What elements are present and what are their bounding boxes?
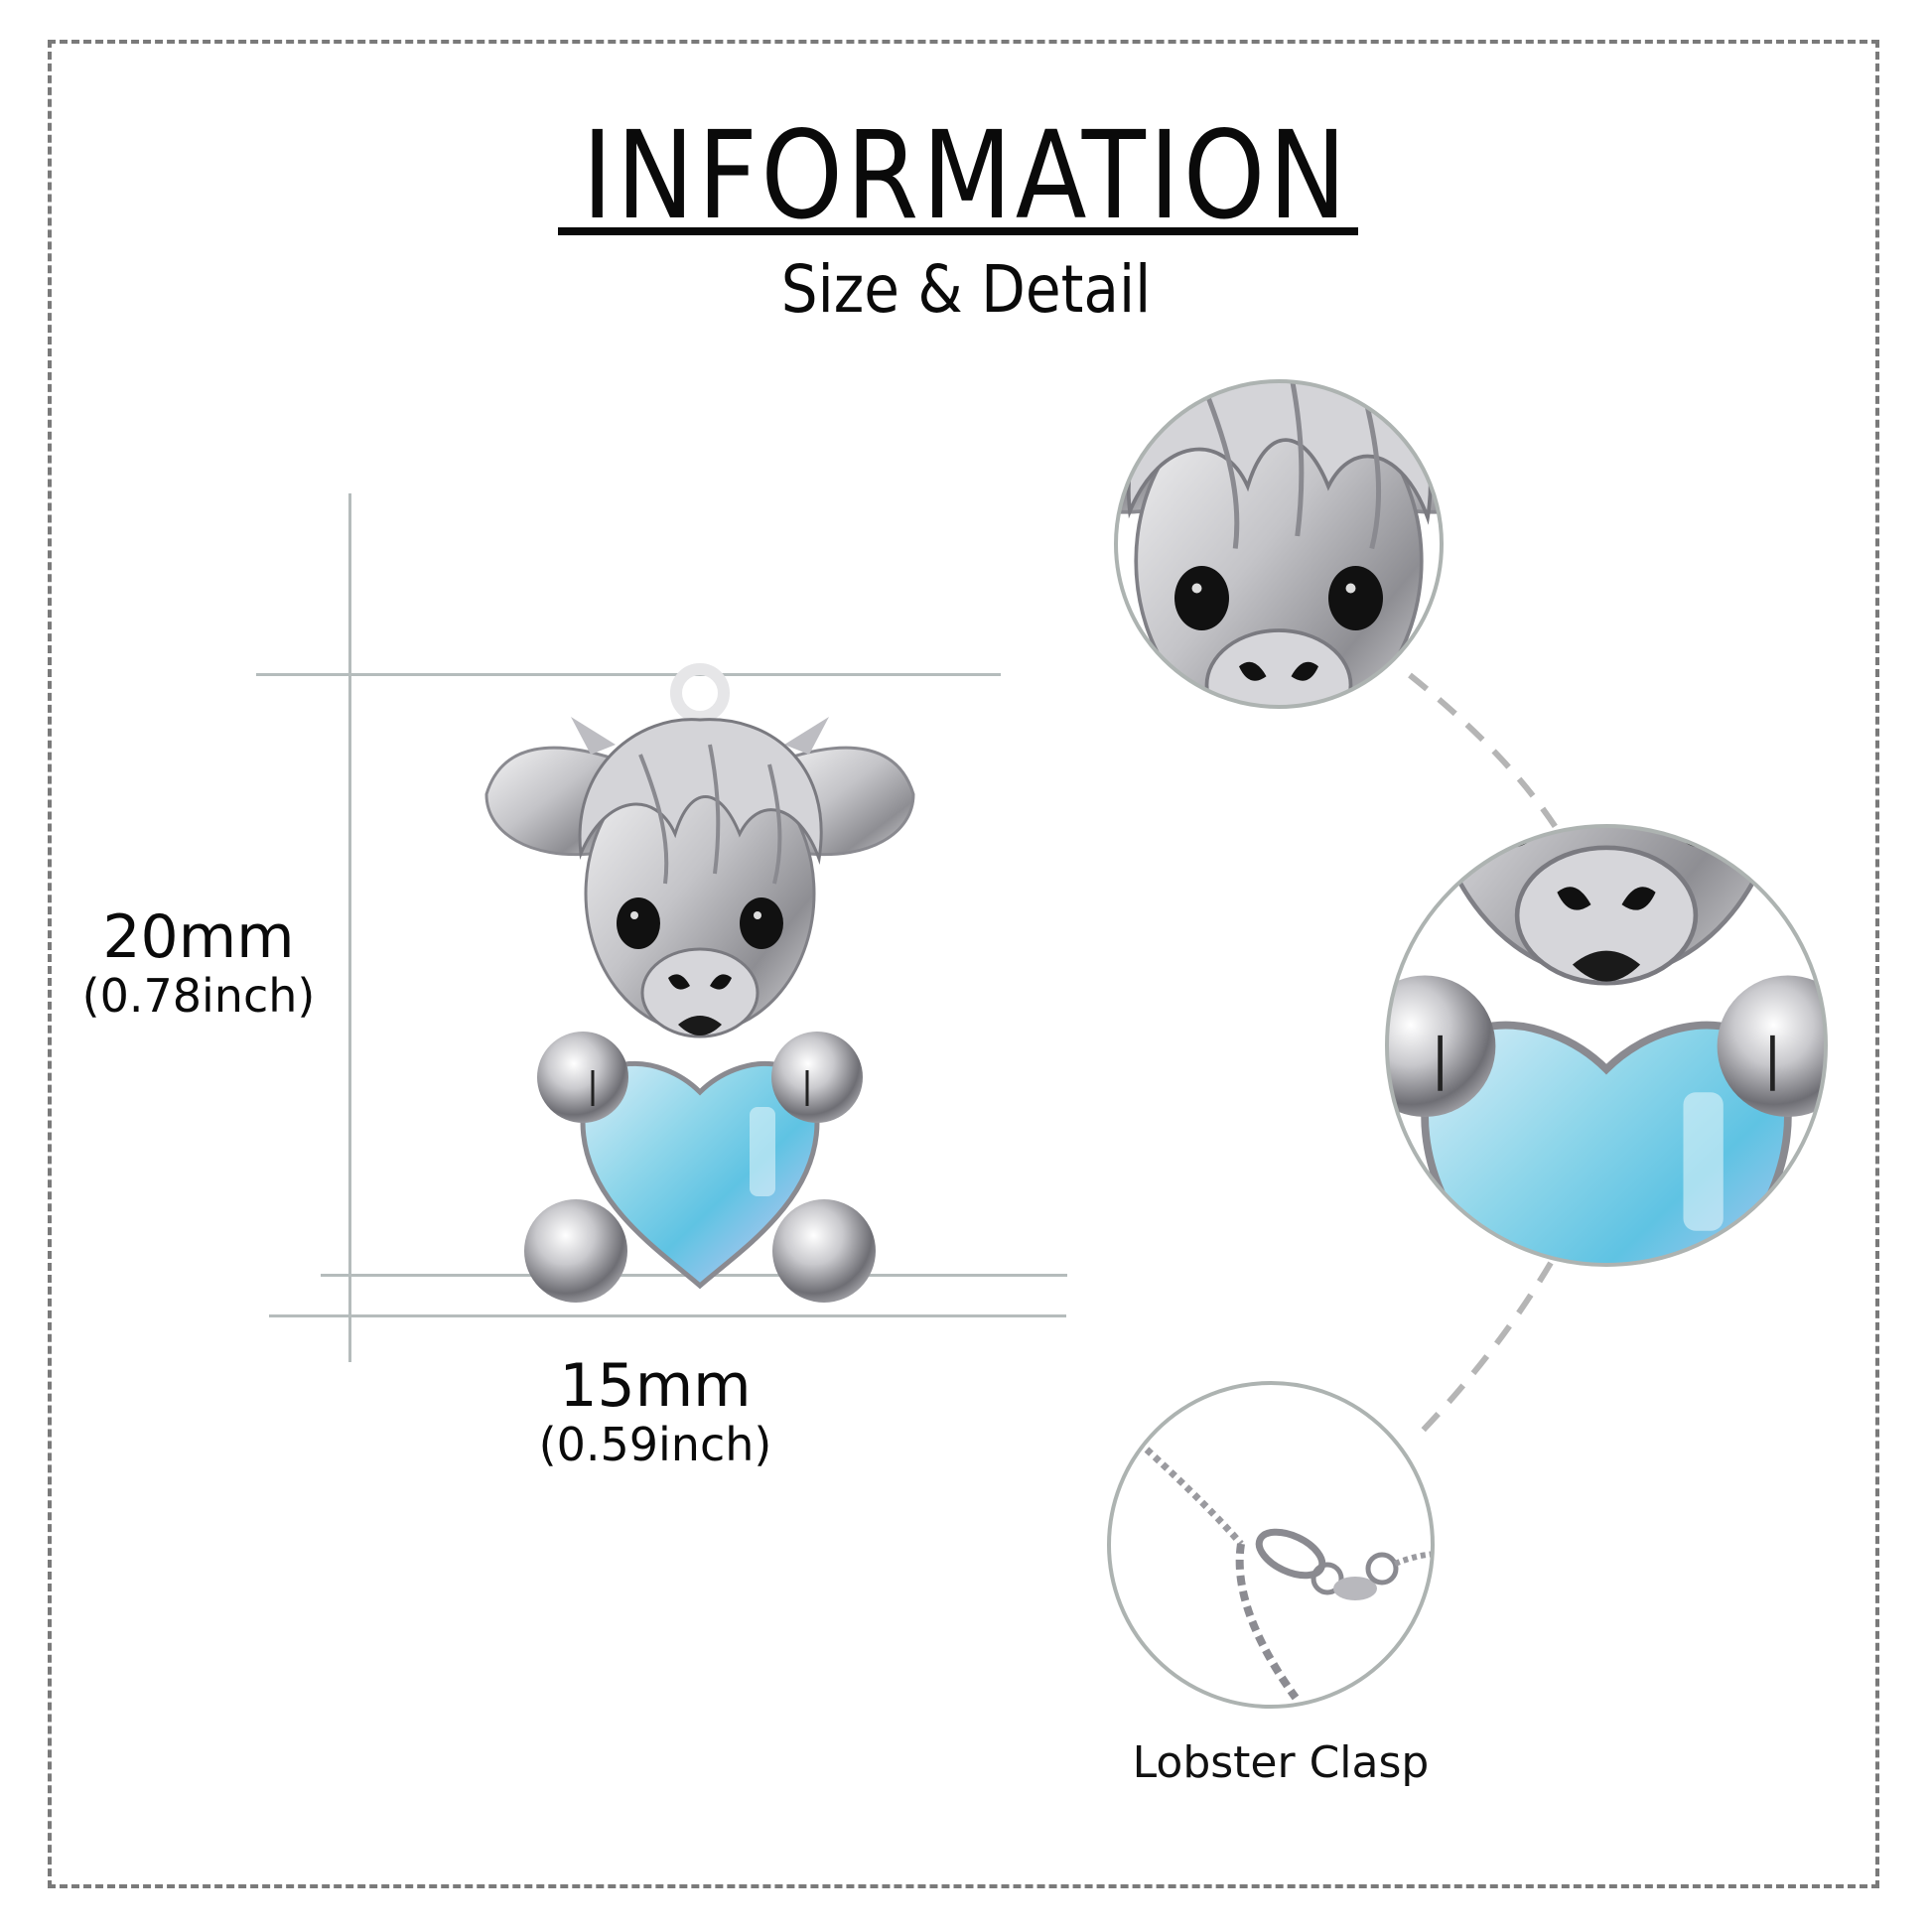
height-imperial: (0.78inch) (81, 969, 316, 1023)
lobster-clasp-label: Lobster Clasp (1132, 1737, 1430, 1788)
clasp-closeup-image (1110, 1384, 1432, 1706)
clasp-closeup-circle (1107, 1381, 1435, 1709)
vertical-measure-line (348, 493, 351, 1362)
top-guide-line (256, 673, 1001, 676)
title-underline (558, 227, 1358, 235)
width-metric: 15mm (559, 1351, 752, 1421)
page-title: INFORMATION (582, 105, 1350, 246)
head-closeup-image (1117, 382, 1441, 706)
pendant-main-image (486, 669, 913, 1303)
head-closeup-circle (1114, 379, 1444, 709)
horizontal-measure-line (269, 1314, 1066, 1317)
width-imperial: (0.59inch) (538, 1418, 772, 1471)
connector-dashed-line-top (1408, 672, 1562, 834)
connector-dashed-line-bottom (1419, 1261, 1554, 1435)
width-dimension: 15mm (0.59inch) (516, 1354, 794, 1471)
heart-closeup-circle (1385, 824, 1828, 1267)
heart-closeup-image (1388, 827, 1825, 1264)
page-subtitle: Size & Detail (780, 251, 1152, 328)
dashed-frame-border (48, 40, 1879, 1888)
height-dimension: 20mm (0.78inch) (60, 905, 338, 1023)
height-metric: 20mm (102, 902, 295, 972)
